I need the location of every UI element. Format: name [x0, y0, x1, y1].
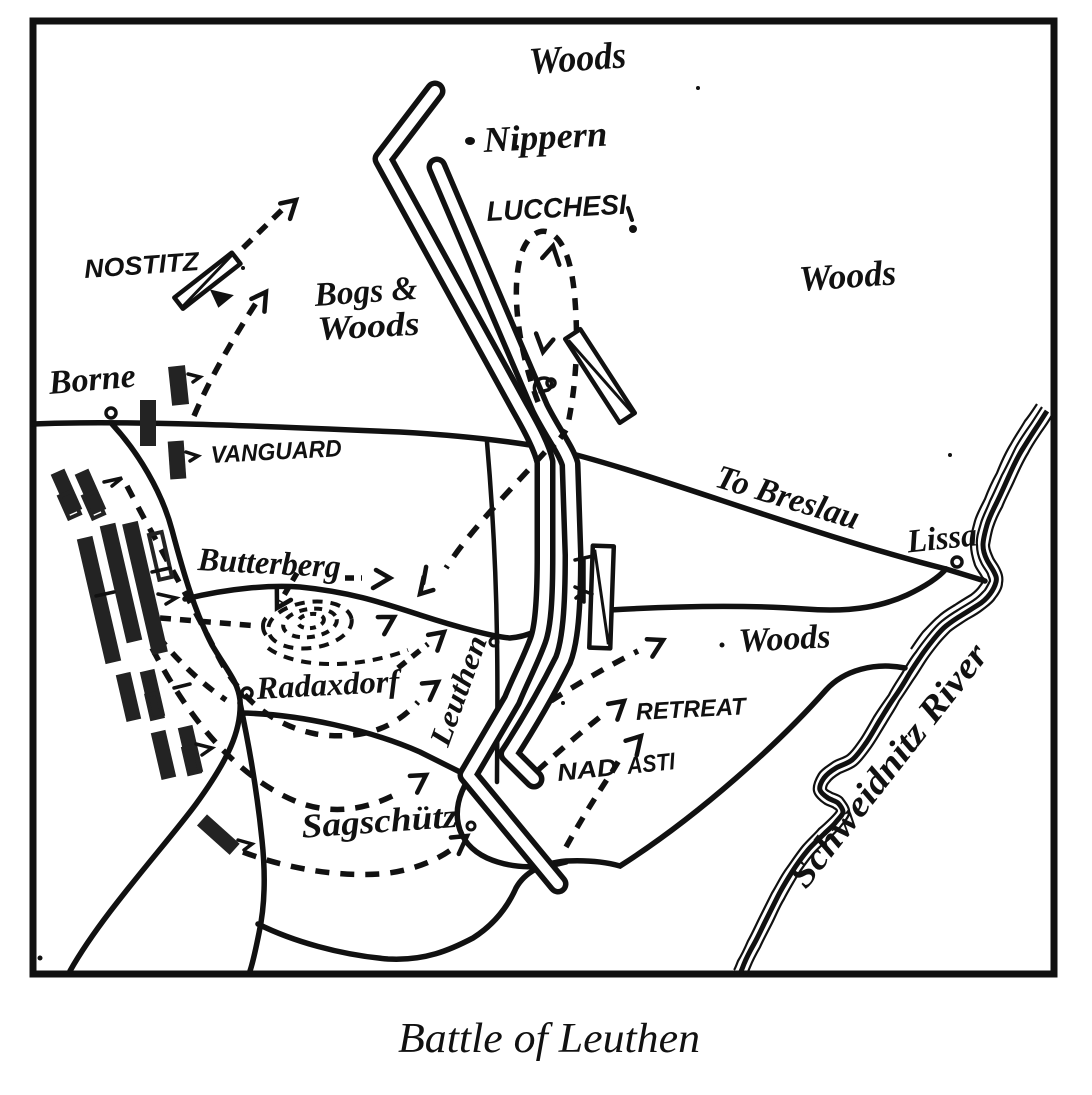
- svg-text:Woods: Woods: [528, 34, 628, 83]
- svg-text:Lissa: Lissa: [904, 517, 978, 560]
- svg-text:ASTI: ASTI: [625, 748, 678, 780]
- svg-text:NAD: NAD: [556, 754, 618, 787]
- svg-text:Butterberg: Butterberg: [196, 542, 342, 585]
- svg-text:LUCCHESI: LUCCHESI: [486, 189, 629, 227]
- svg-text:Bogs &: Bogs &: [312, 270, 419, 314]
- svg-text:Radaxdorf: Radaxdorf: [254, 662, 403, 706]
- svg-text:Nippern: Nippern: [481, 114, 608, 160]
- svg-text:RETREAT: RETREAT: [635, 693, 749, 726]
- svg-text:Woods: Woods: [738, 618, 832, 660]
- svg-text:Borne: Borne: [46, 358, 137, 403]
- svg-text:Woods: Woods: [317, 306, 421, 348]
- svg-text:Woods: Woods: [798, 252, 898, 299]
- svg-text:Battle of Leuthen: Battle of Leuthen: [398, 1016, 700, 1062]
